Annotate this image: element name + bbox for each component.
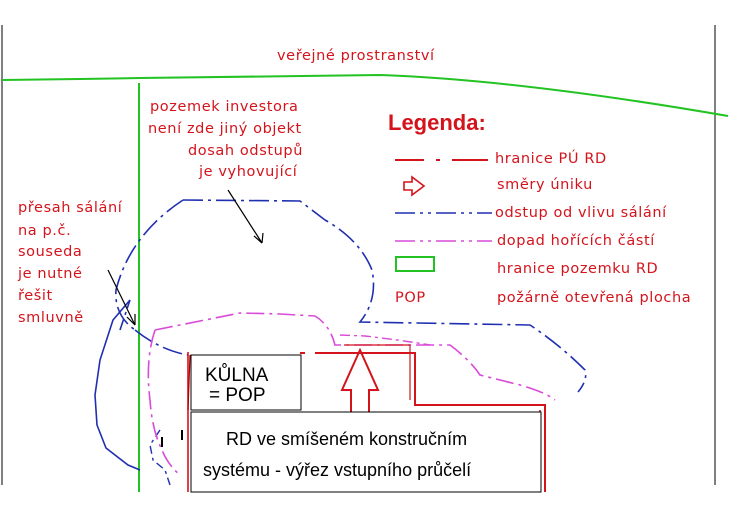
legend-green-rectangle [395, 256, 435, 272]
investor-note-line-3: dosah odstupů [188, 143, 303, 159]
left-note-line-5: řešit [18, 288, 53, 304]
investor-note-line-2: není zde jiný objekt [148, 121, 302, 137]
radiation-distance-line-connector [134, 329, 189, 356]
burning-parts-line-inner [339, 334, 431, 346]
legend-item-label: hranice PÚ RD [495, 149, 607, 167]
rd-description-line-2: systému - výřez vstupního průčelí [203, 460, 471, 480]
investor-note-line-4: je vyhovující [198, 164, 298, 180]
public-space-label: veřejné prostranství [277, 48, 435, 64]
wall-inner-red [344, 344, 411, 400]
kulna-label: KŮLNA [205, 364, 269, 386]
legend-pop-symbol: POP [395, 290, 426, 306]
legend-item-label: dopad hořících částí [497, 233, 655, 249]
legend-item-label: směry úniku [497, 177, 593, 193]
radiation-distance-line-main [182, 199, 587, 393]
legend-item-label: odstup od vlivu sálání [495, 205, 667, 221]
neighbor-radiation-curve [94, 299, 141, 471]
burning-parts-line-left [147, 329, 181, 476]
kulna-pop-label: = POP [209, 385, 266, 406]
legend-arrow-outline-icon [403, 175, 426, 197]
radiation-tick [119, 299, 131, 331]
legend-title: Legenda: [388, 110, 486, 135]
plot-boundary-top [1, 73, 729, 117]
investor-note-arrowhead-icon [253, 232, 264, 244]
kulna-box [190, 354, 302, 411]
rd-description-box [190, 411, 542, 493]
escape-direction-arrow-icon [340, 347, 380, 421]
radiation-distance-line-upper-left [115, 199, 184, 331]
left-note-arrow-line [107, 269, 136, 326]
investor-note-arrow-line [227, 189, 263, 244]
legend-item-label: požárně otevřená plocha [497, 290, 691, 306]
legend-item-label: hranice pozemku RD [497, 261, 658, 277]
left-note-line-3: souseda [18, 244, 82, 260]
left-note-arrowhead-icon [126, 314, 136, 326]
left-note-line-4: je nutné [17, 266, 83, 282]
left-note-line-6: smluvně [18, 310, 84, 326]
wall-line [187, 354, 191, 411]
burning-parts-line-main [154, 312, 556, 401]
rd-description-line-1: RD ve smíšeném konstručním [226, 429, 467, 449]
left-note-line-1: přesah sálání [18, 200, 123, 216]
fire-section-boundary-red [300, 352, 546, 492]
left-note-line-2: na p.č. [18, 223, 71, 239]
investor-note-line-1: pozemek investora [150, 99, 299, 115]
radiation-lower-left [149, 429, 171, 486]
